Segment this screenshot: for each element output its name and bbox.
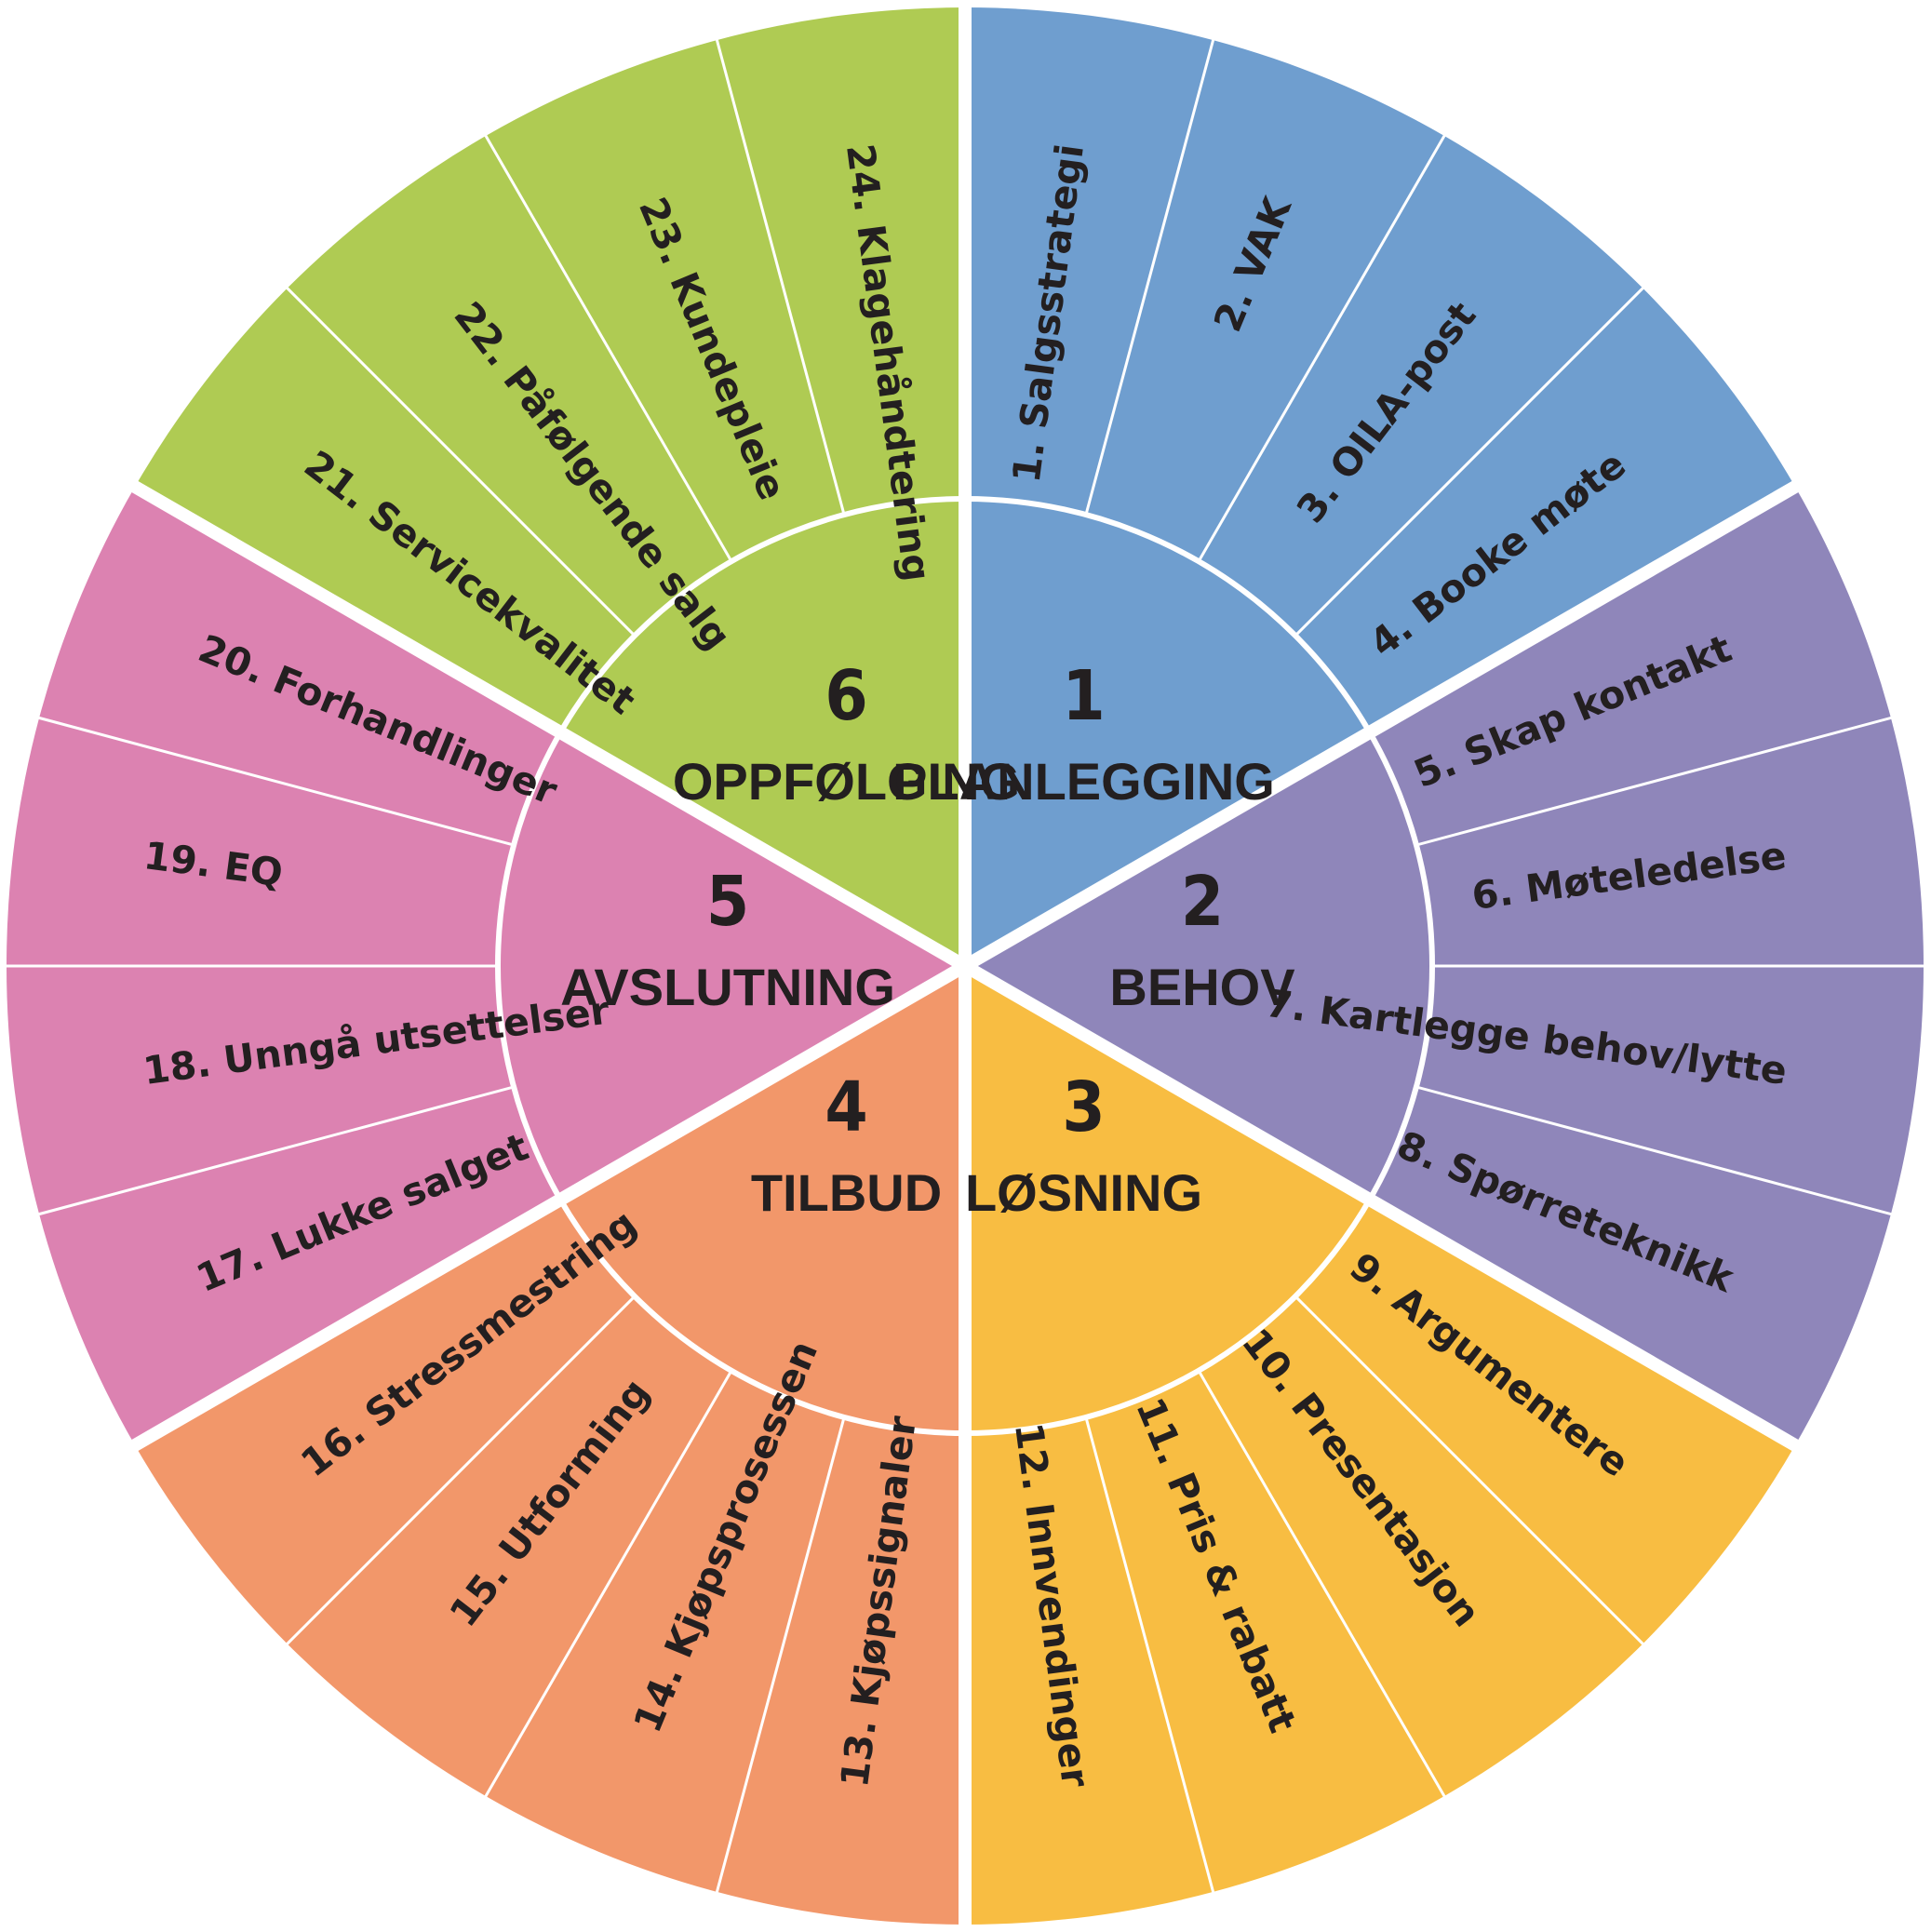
- phase-separator: [127, 477, 969, 973]
- phase-title-5: AVSLUTNING: [560, 958, 895, 1016]
- item-divider: [714, 35, 847, 517]
- item-divider: [1293, 1294, 1647, 1648]
- item-divider: [1083, 1415, 1216, 1897]
- item-divider: [34, 1084, 516, 1217]
- phase-sector-1: [965, 7, 1796, 966]
- phase-number-3: 3: [1062, 1067, 1105, 1147]
- phase-sector-3: [965, 966, 1796, 1925]
- phase-number-6: 6: [825, 656, 867, 736]
- item-divider: [1293, 284, 1647, 638]
- phase-sector-4: [134, 966, 965, 1925]
- phase-number-4: 4: [825, 1067, 867, 1147]
- item-divider: [34, 715, 516, 848]
- item-divider: [1196, 131, 1448, 564]
- wheel-dividers: [3, 2, 1927, 1930]
- phase-number-1: 1: [1062, 656, 1105, 736]
- phase-title-1: PLANLEGGING: [892, 752, 1275, 811]
- phase-title-6: OPPFØLGING: [673, 752, 1020, 811]
- item-divider: [714, 1415, 847, 1897]
- item-divider: [283, 284, 637, 638]
- phase-number-5: 5: [706, 862, 749, 942]
- item-divider: [1196, 1368, 1448, 1801]
- phase-separator: [961, 477, 1804, 973]
- item-divider: [283, 1294, 637, 1648]
- phase-sector-6: [134, 7, 965, 966]
- phase-title-2: BEHOV: [1109, 958, 1294, 1016]
- item-divider: [482, 131, 734, 564]
- phase-number-2: 2: [1181, 862, 1224, 942]
- phase-title-3: LØSNING: [965, 1163, 1202, 1222]
- item-divider: [482, 1368, 734, 1801]
- item-divider: [1414, 715, 1896, 848]
- phase-title-4: TILBUD: [751, 1163, 942, 1222]
- item-divider: [1083, 35, 1216, 517]
- phase-separator: [961, 959, 1804, 1455]
- phase-separator: [127, 959, 969, 1455]
- item-divider: [1414, 1084, 1896, 1217]
- hub-ring: [495, 496, 1435, 1436]
